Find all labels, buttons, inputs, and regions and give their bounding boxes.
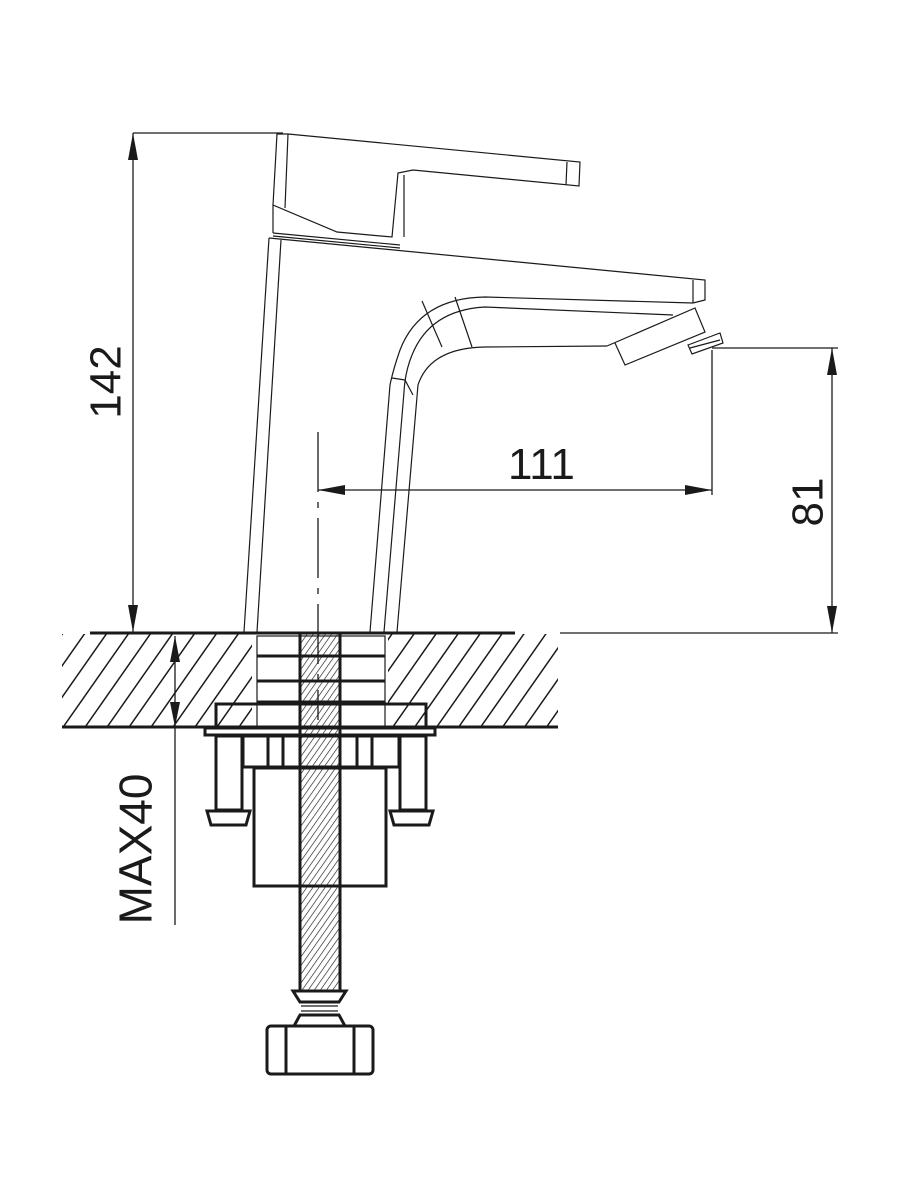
dimension-81 xyxy=(560,347,838,634)
dimension-label-111: 111 xyxy=(508,440,575,489)
dimension-142 xyxy=(128,132,283,632)
dimension-111 xyxy=(318,350,713,495)
aerator xyxy=(606,307,724,366)
dimension-label-81: 81 xyxy=(783,477,833,527)
mounting-kit xyxy=(203,634,437,1076)
dimension-label-max40: MAX40 xyxy=(109,773,162,925)
dimension-label-142: 142 xyxy=(81,345,131,419)
lever-handle xyxy=(272,133,581,249)
faucet-body xyxy=(243,237,706,633)
dimension-max40 xyxy=(170,636,180,925)
